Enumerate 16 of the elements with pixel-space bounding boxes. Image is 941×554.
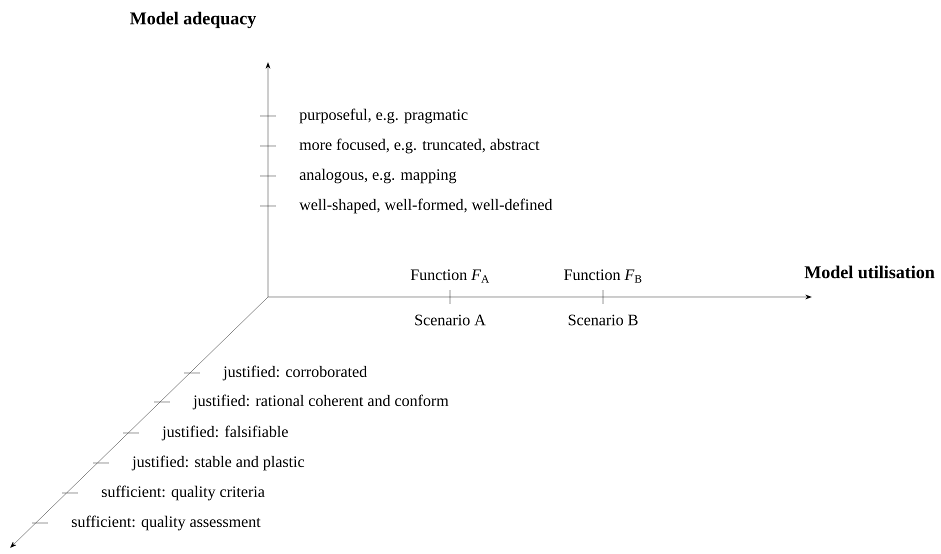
tick-label: purposeful, e.g. pragmatic — [299, 108, 468, 124]
tick-label: analogous, e.g. mapping — [300, 168, 456, 184]
tick-label: sufficient: quality criteria — [102, 486, 265, 500]
tick-label: justified: falsifiable — [162, 426, 288, 440]
tick-label: Scenario A — [415, 314, 486, 326]
tick-label: Scenario B — [568, 314, 638, 326]
tick-label: justified: corroborated — [222, 366, 367, 380]
tick-label: justified: stable and plastic — [132, 456, 304, 470]
tick-label: more focused, e.g. truncated, abstract — [300, 138, 540, 154]
axis-title: Model utilisation — [804, 266, 935, 278]
axis-title: Model adequacy — [130, 12, 256, 28]
tick-label: well-shaped, well-formed, well-defined — [299, 198, 552, 214]
tick-label: Function F$_{A}$ — [410, 269, 490, 283]
tick-label: sufficient: quality assessment — [72, 516, 261, 530]
tick-label: justified: rational coherent and conform — [192, 394, 448, 410]
tick-label: Function F$_{B}$ — [564, 269, 642, 283]
